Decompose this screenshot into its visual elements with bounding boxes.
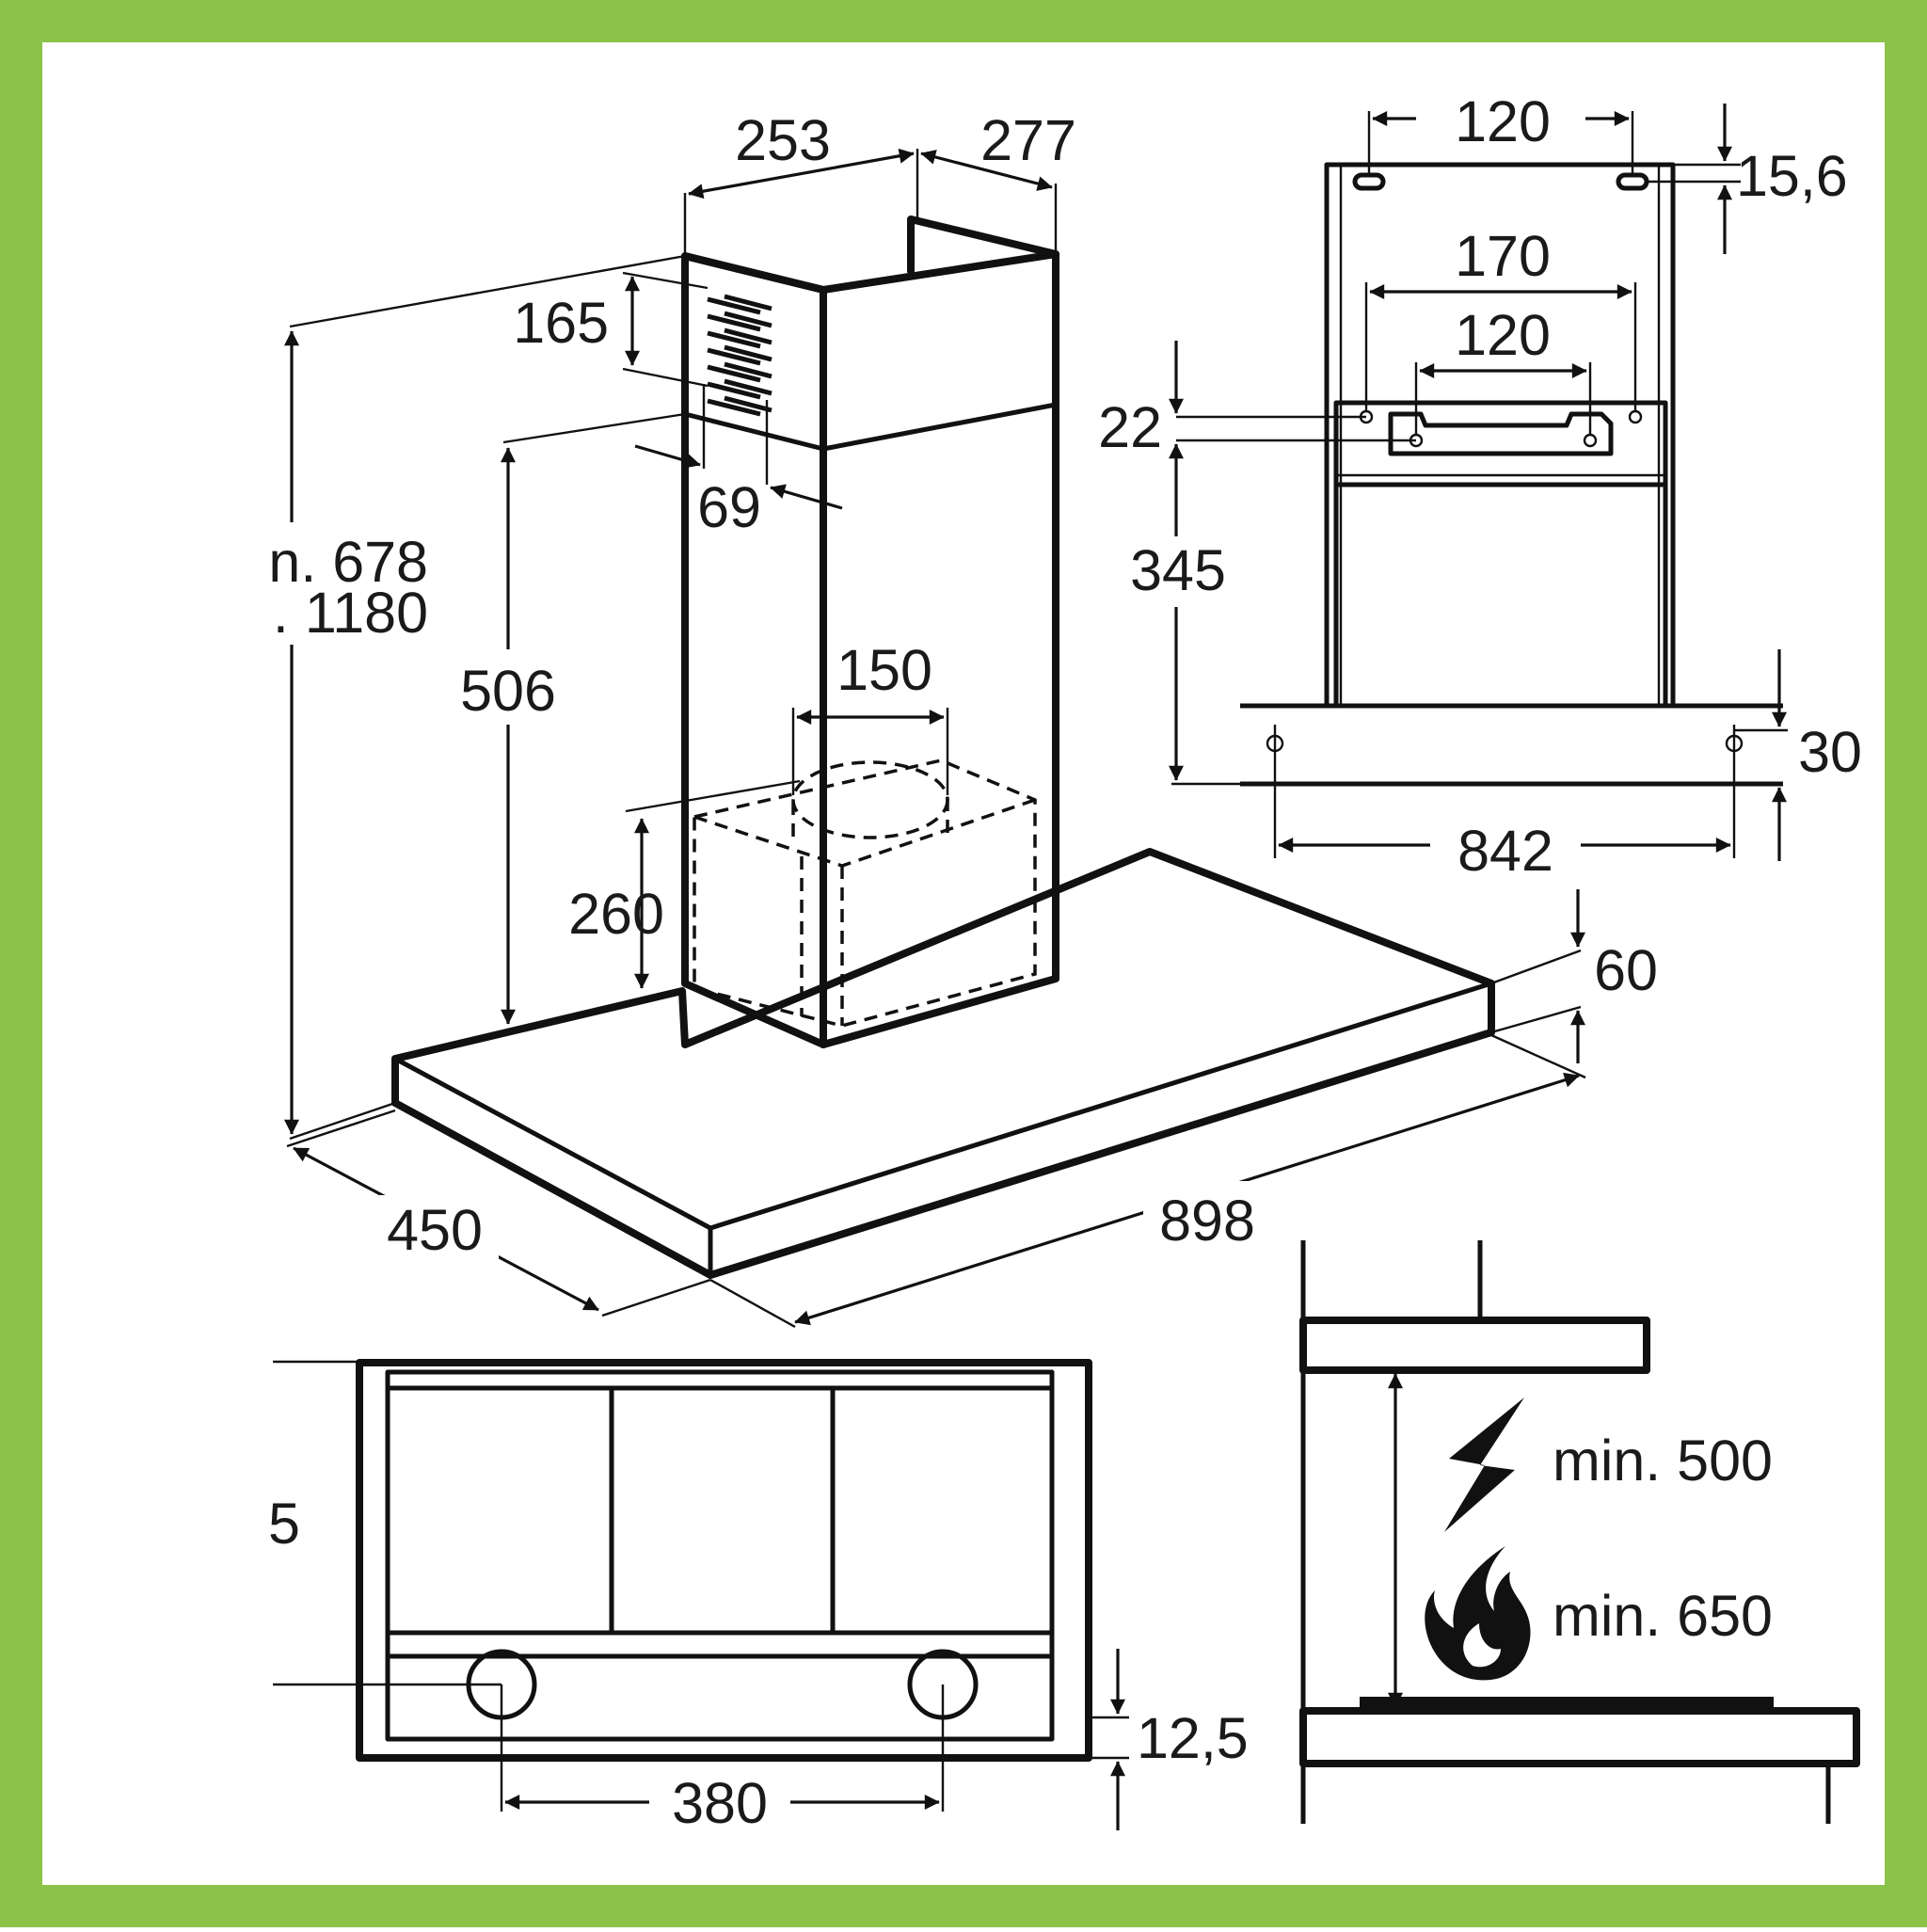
dim-label-253: 253 <box>735 108 831 172</box>
dim-label-inner-120: 120 <box>1455 303 1551 367</box>
dim-canopy-depth: 450 <box>286 1109 711 1317</box>
dim-label-height-min: n. 678 <box>268 530 428 594</box>
dim-label-top-holes: 120 <box>1455 89 1551 153</box>
dim-label-842: 842 <box>1457 819 1553 883</box>
dim-label-170: 170 <box>1455 224 1551 288</box>
bracket-view: 120 15,6 170 120 22 345 30 <box>1098 89 1862 883</box>
drawing-sheet <box>42 42 1885 1885</box>
electric-clearance-label: min. 500 <box>1553 1429 1773 1493</box>
dim-label-12-5: 12,5 <box>1137 1706 1249 1770</box>
dim-motor-height: 260 <box>568 779 801 989</box>
dim-label-380: 380 <box>672 1771 768 1835</box>
main-isometric-view: 253 277 165 69 n. 678 . 1180 <box>254 108 1658 1329</box>
bottom-view: 5 380 12,5 <box>268 1359 1249 1835</box>
dim-label-60: 60 <box>1594 938 1658 1002</box>
dim-label-260: 260 <box>568 882 664 946</box>
dim-vent-grille: 165 <box>513 271 709 388</box>
clearance-view: min. 500 min. 650 <box>1299 1240 1860 1824</box>
dim-label-277: 277 <box>980 108 1076 172</box>
cooktop <box>1299 1707 1860 1767</box>
dim-chimney-to-canopy: 506 <box>452 412 686 1025</box>
hood-side <box>1299 1317 1650 1374</box>
cut-off-label: 5 <box>268 1492 300 1556</box>
dim-label-898: 898 <box>1159 1189 1255 1253</box>
dim-label-150: 150 <box>836 638 932 702</box>
dim-label-450: 450 <box>387 1198 483 1262</box>
dim-label-165: 165 <box>513 291 609 355</box>
chimney <box>681 216 1059 1048</box>
dim-label-22: 22 <box>1098 395 1162 459</box>
vent-grille <box>707 294 772 417</box>
dim-outlet-diameter: 150 <box>791 638 949 795</box>
dim-overall-height: n. 678 . 1180 <box>254 254 686 1141</box>
dim-label-345: 345 <box>1130 538 1226 602</box>
dim-canopy-width: 898 <box>709 1033 1586 1329</box>
dim-label-30: 30 <box>1798 720 1862 784</box>
dim-label-506: 506 <box>460 659 556 723</box>
dim-vent-offset: 69 <box>634 384 843 539</box>
dim-chimney-top: 253 277 <box>683 108 1076 256</box>
rail-hole-left <box>1266 725 1284 758</box>
motor-box-hidden <box>693 758 1037 1028</box>
gas-clearance-label: min. 650 <box>1553 1584 1773 1648</box>
dim-label-69: 69 <box>697 475 761 539</box>
dim-label-height-max: . 1180 <box>273 581 428 645</box>
dim-label-15-6: 15,6 <box>1736 144 1848 208</box>
dim-canopy-height: 60 <box>1490 889 1658 1063</box>
flame-icon <box>1425 1546 1531 1681</box>
